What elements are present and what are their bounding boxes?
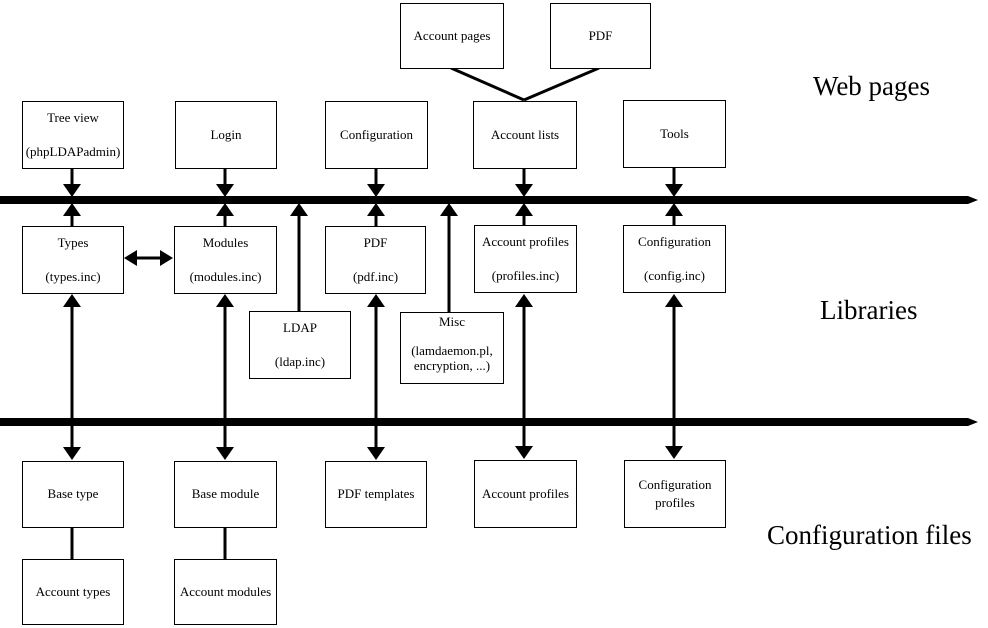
box-pdf-library: PDF (pdf.inc) <box>325 226 426 294</box>
box-label: Tools <box>660 125 689 141</box>
box-base-module: Base module <box>174 461 277 528</box>
section-label-libraries: Libraries <box>820 295 918 325</box>
box-base-type: Base type <box>22 461 124 528</box>
arrow-account-lists-to-bus <box>515 169 533 197</box>
box-modules-library: Modules (modules.inc) <box>174 226 277 294</box>
box-account-profiles-config: Account profiles <box>474 460 577 528</box>
arrow-tree-view-to-bus <box>63 169 81 197</box>
arrow-pdf-lib-to-bus <box>367 203 385 226</box>
section-label-web-pages: Web pages <box>813 71 931 101</box>
arrow-configuration-lib-profiles <box>665 294 683 459</box>
box-label: Account profiles <box>481 485 569 501</box>
box-tree-view: Tree view (phpLDAPadmin) <box>22 101 124 169</box>
arrow-configuration-to-bus <box>367 169 385 197</box>
box-configuration-page: Configuration <box>325 101 428 169</box>
box-sublabel: (phpLDAPadmin) <box>25 143 121 159</box>
connector-account-pages-to-account-lists <box>450 66 525 102</box>
box-ldap-library: LDAP (ldap.inc) <box>249 311 351 379</box>
box-label: Account lists <box>490 126 560 142</box>
arrow-types-to-bus <box>63 203 81 226</box>
box-sublabel: (pdf.inc) <box>352 268 399 284</box>
box-label: Login <box>210 126 242 142</box>
arrow-modules-to-bus <box>216 203 234 226</box>
box-label: Base module <box>191 486 260 502</box>
arrow-ldap-to-bus <box>290 203 308 311</box>
arrow-modules-base-module <box>216 294 234 460</box>
arrow-configuration-lib-to-bus <box>665 203 683 225</box>
box-sublabel: (profiles.inc) <box>491 267 560 283</box>
box-sublabel: (types.inc) <box>45 268 101 284</box>
arrow-types-base-type <box>63 294 81 460</box>
box-sublabel: (config.inc) <box>643 267 705 283</box>
box-pdf-templates: PDF templates <box>325 461 427 528</box>
connector-pdf-to-account-lists <box>523 66 600 102</box>
box-label: Modules <box>202 234 249 250</box>
box-label: Configuration <box>638 233 711 249</box>
arrow-tools-to-bus <box>665 168 683 197</box>
box-label: Account pages <box>413 27 491 43</box>
box-label: PDF <box>363 234 388 250</box>
section-label-configuration-files: Configuration files <box>767 520 972 550</box>
box-sublabel: encryption, ...) <box>413 357 491 373</box>
box-label: Types <box>57 234 89 250</box>
box-configuration-profiles: Configuration profiles <box>624 460 726 528</box>
box-label: Misc <box>439 314 465 329</box>
box-configuration-library: Configuration (config.inc) <box>623 225 726 293</box>
box-label: Configuration <box>340 126 413 142</box>
box-sublabel: (ldap.inc) <box>274 353 326 369</box>
box-account-profiles-library: Account profiles (profiles.inc) <box>474 225 577 293</box>
box-label: Base type <box>47 486 99 502</box>
box-label: LDAP <box>283 319 317 335</box>
box-account-modules: Account modules <box>174 559 277 625</box>
box-sublabel: (lamdaemon.pl, <box>411 342 493 358</box>
arrow-account-profiles-lib-to-bus <box>515 203 533 225</box>
box-tools: Tools <box>623 100 726 168</box>
arrow-misc-to-bus <box>440 203 458 312</box>
arrow-login-to-bus <box>216 169 234 197</box>
box-types-library: Types (types.inc) <box>22 226 124 294</box>
box-label: PDF templates <box>337 486 415 502</box>
box-login: Login <box>175 101 277 169</box>
box-pdf-page: PDF <box>550 3 651 69</box>
arrow-account-profiles-lib-cfg <box>515 294 533 459</box>
arrow-types-modules <box>124 250 173 266</box>
box-label: Account profiles <box>481 233 569 249</box>
box-misc-library: Misc (lamdaemon.pl, encryption, ...) <box>400 312 504 384</box>
box-sublabel: profiles <box>655 494 695 510</box>
box-label: Configuration <box>638 476 712 492</box>
box-label: Account types <box>35 583 111 599</box>
box-account-pages: Account pages <box>400 3 504 69</box>
box-label: PDF <box>588 27 613 43</box>
box-account-lists: Account lists <box>473 101 577 169</box>
box-sublabel: (modules.inc) <box>189 268 262 284</box>
bus-web-libraries <box>0 196 978 204</box>
box-account-types: Account types <box>22 559 124 625</box>
bus-libraries-config <box>0 418 978 426</box>
arrow-pdf-lib-pdf-templates <box>367 294 385 460</box>
box-label: Tree view <box>47 109 99 125</box>
box-label: Account modules <box>179 583 272 599</box>
